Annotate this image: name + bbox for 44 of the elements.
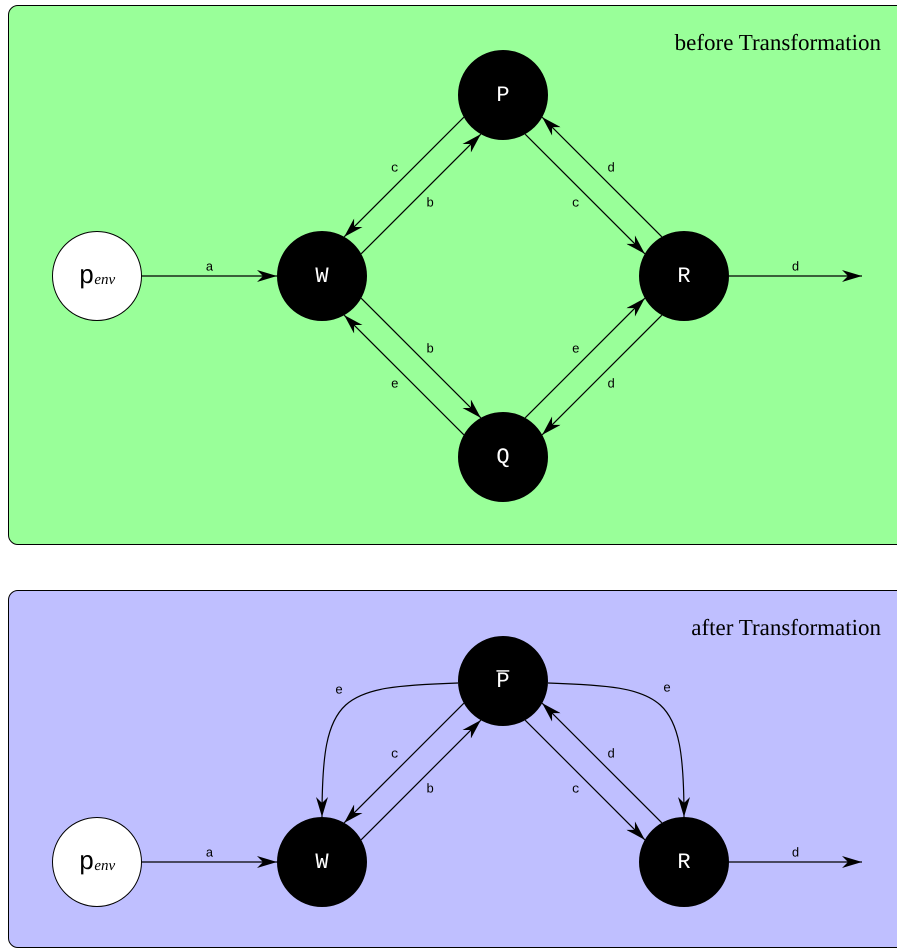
edge-label: d (606, 161, 616, 174)
diagram-panel (8, 590, 897, 948)
state-circle: W (277, 231, 367, 321)
arrow (142, 270, 277, 282)
arrow (524, 298, 646, 418)
panel-title: before Transformation (674, 30, 881, 56)
edge-label: d (606, 378, 616, 391)
state-circle: P̅ (458, 636, 548, 726)
arrow (344, 314, 464, 436)
arrow (360, 720, 482, 840)
edge-label: e (334, 684, 344, 696)
edge-label: c (570, 196, 581, 210)
edge-label: c (570, 782, 581, 796)
arrow (729, 856, 862, 868)
state-circle: Q (458, 412, 548, 502)
diagram-panel (8, 5, 897, 545)
edge-label: a (204, 846, 214, 860)
arrow (344, 702, 464, 824)
arrow (524, 720, 646, 840)
arrow (542, 116, 662, 238)
edge-label: d (790, 846, 800, 860)
arrow (542, 314, 662, 436)
state-circle: P (458, 50, 548, 140)
edge-label: b (425, 342, 436, 356)
arrow (344, 116, 464, 238)
arrow (142, 856, 277, 868)
panel-title: after Transformation (691, 615, 881, 641)
arrow (360, 134, 482, 254)
arrow (316, 682, 458, 817)
arrow (548, 682, 690, 817)
arrow (360, 298, 482, 418)
arrow (729, 270, 862, 282)
edge-label: d (790, 260, 800, 274)
edge-label: e (662, 682, 672, 694)
edge-label: e (390, 378, 400, 391)
edge-label: b (425, 196, 436, 210)
arrow (542, 702, 662, 824)
edge-label: b (425, 782, 436, 796)
arrow (524, 134, 646, 254)
edge-label: d (606, 747, 616, 760)
edge-label: a (204, 260, 214, 274)
state-circle: W (277, 817, 367, 907)
state-circle: R (639, 231, 729, 321)
state-circle: R (639, 817, 729, 907)
